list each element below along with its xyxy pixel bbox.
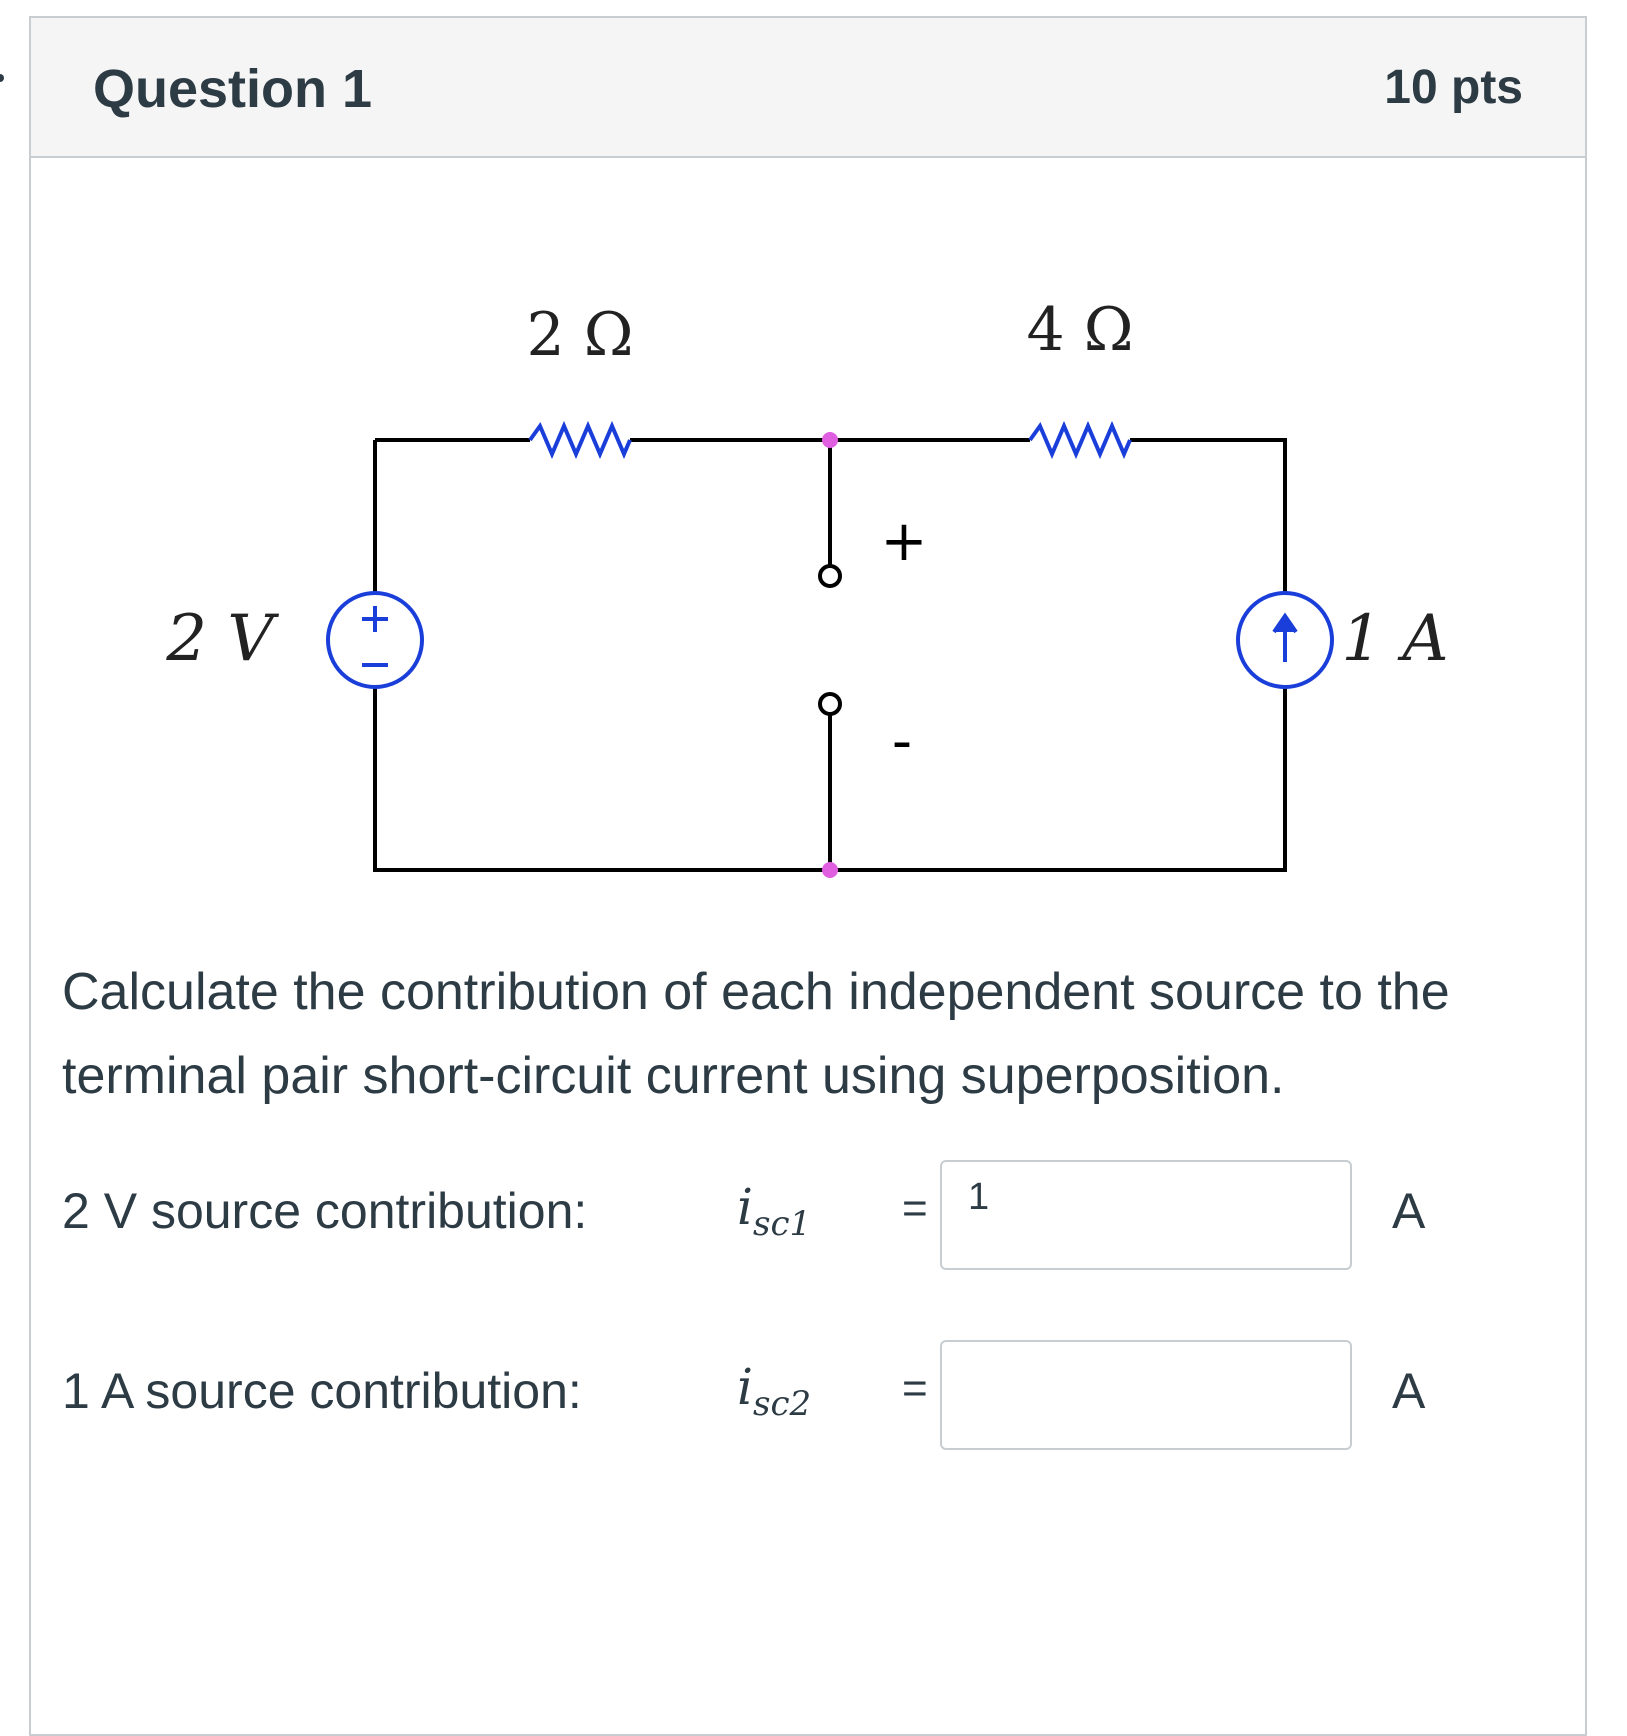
wire-top-right — [1130, 438, 1287, 593]
circuit-diagram: 2 Ω 4 Ω 2 V 1 A + - — [165, 295, 1449, 878]
equals-sign: = — [902, 1184, 928, 1233]
question-header: Question 1 10 pts — [31, 18, 1585, 158]
terminal-minus-label: - — [892, 709, 912, 774]
answer-variable: isc1 — [737, 1178, 812, 1244]
answer-row-isc2: 1 A source contribution: isc2 = A — [62, 1340, 1502, 1450]
equals-sign: = — [902, 1364, 928, 1413]
terminal-bottom — [818, 692, 842, 716]
answer-label: 2 V source contribution: — [62, 1183, 588, 1239]
answer-row-isc1: 2 V source contribution: isc1 = A — [62, 1160, 1502, 1270]
node-bottom — [822, 862, 838, 878]
label-4ohm: 4 Ω — [1027, 295, 1134, 365]
answer-label: 1 A source contribution: — [62, 1363, 582, 1419]
voltage-source — [326, 591, 424, 689]
resistor-2ohm — [528, 420, 632, 460]
question-card: Question 1 10 pts — [29, 16, 1587, 1736]
current-source — [1236, 591, 1334, 689]
circuit-wires — [373, 438, 1287, 872]
unit-label: A — [1392, 1363, 1426, 1419]
question-title: Question 1 — [93, 59, 373, 119]
answer-variable: isc2 — [737, 1358, 812, 1424]
terminal-top — [818, 564, 842, 588]
resistor-4ohm — [1028, 420, 1132, 460]
node-top — [822, 432, 838, 448]
label-2ohm: 2 Ω — [527, 300, 634, 370]
label-1a: 1 A — [1341, 602, 1448, 676]
unit-label: A — [1392, 1183, 1426, 1239]
isc1-input[interactable] — [940, 1160, 1352, 1270]
label-2v: 2 V — [165, 602, 279, 676]
terminal-plus-label: + — [881, 509, 928, 574]
edge-marker — [0, 74, 4, 82]
question-prompt: Calculate the contribution of each indep… — [62, 963, 1450, 1105]
isc2-input[interactable] — [940, 1340, 1352, 1450]
question-points: 10 pts — [1384, 61, 1523, 114]
